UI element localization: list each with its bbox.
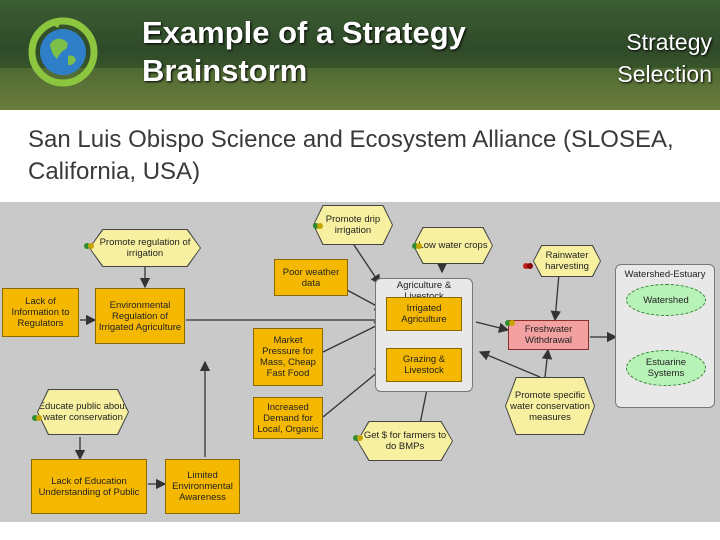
factor-poor-weather-data[interactable]: Poor weather data	[274, 259, 348, 296]
factor-limited-awareness[interactable]: Limited Environmental Awareness	[165, 459, 240, 514]
strategy-icon	[523, 263, 533, 269]
strategy-promote-regulation[interactable]: Promote regulation of irrigation	[90, 230, 200, 266]
strategy-selection-label: Strategy Selection	[617, 29, 712, 87]
target-estuarine-systems[interactable]: Estuarine Systems	[626, 350, 706, 386]
banner-background	[0, 68, 720, 110]
globe-logo-icon	[28, 17, 98, 87]
strategy-icon	[412, 243, 422, 249]
factor-increased-demand[interactable]: Increased Demand for Local, Organic	[253, 397, 323, 439]
agriculture-livestock-label: Agriculture & Livestock	[396, 280, 452, 302]
strategy-icon	[84, 243, 94, 249]
strategy-educate-public[interactable]: Educate public about water conservation	[38, 390, 128, 434]
slide-subtitle: San Luis Obispo Science and Ecosystem Al…	[28, 126, 674, 185]
strategy-icon	[505, 320, 515, 326]
strategy-rainwater-harvesting[interactable]: Rainwater harvesting	[534, 246, 600, 276]
strategy-promote-drip[interactable]: Promote drip irrigation	[314, 206, 392, 244]
watershed-estuary-label: Watershed-Estuary	[624, 269, 706, 280]
strategy-promote-measures[interactable]: Promote specific water conservation meas…	[506, 378, 594, 434]
conceptual-model-diagram: Agriculture & Livestock Watershed-Estuar…	[0, 202, 720, 522]
threat-freshwater-withdrawal[interactable]: Freshwater Withdrawal	[508, 320, 589, 350]
strategy-icon	[313, 223, 323, 229]
target-watershed[interactable]: Watershed	[626, 284, 706, 316]
factor-lack-education[interactable]: Lack of Education Understanding of Publi…	[31, 459, 147, 514]
slide-title: Example of a Strategy Brainstorm	[142, 15, 466, 88]
threat-grazing-livestock[interactable]: Grazing & Livestock	[386, 348, 462, 382]
strategy-low-water-crops[interactable]: Low water crops	[414, 228, 492, 263]
factor-market-pressure[interactable]: Market Pressure for Mass, Cheap Fast Foo…	[253, 328, 323, 386]
factor-environmental-regulation[interactable]: Environmental Regulation of Irrigated Ag…	[95, 288, 185, 344]
header-banner: Example of a Strategy Brainstorm Strateg…	[0, 0, 720, 110]
strategy-icon	[353, 435, 363, 441]
threat-irrigated-agriculture[interactable]: Irrigated Agriculture	[386, 297, 462, 331]
strategy-get-funds[interactable]: Get $ for farmers to do BMPs	[358, 422, 452, 460]
factor-lack-info-regulators[interactable]: Lack of Information to Regulators	[2, 288, 79, 337]
strategy-icon	[32, 415, 42, 421]
